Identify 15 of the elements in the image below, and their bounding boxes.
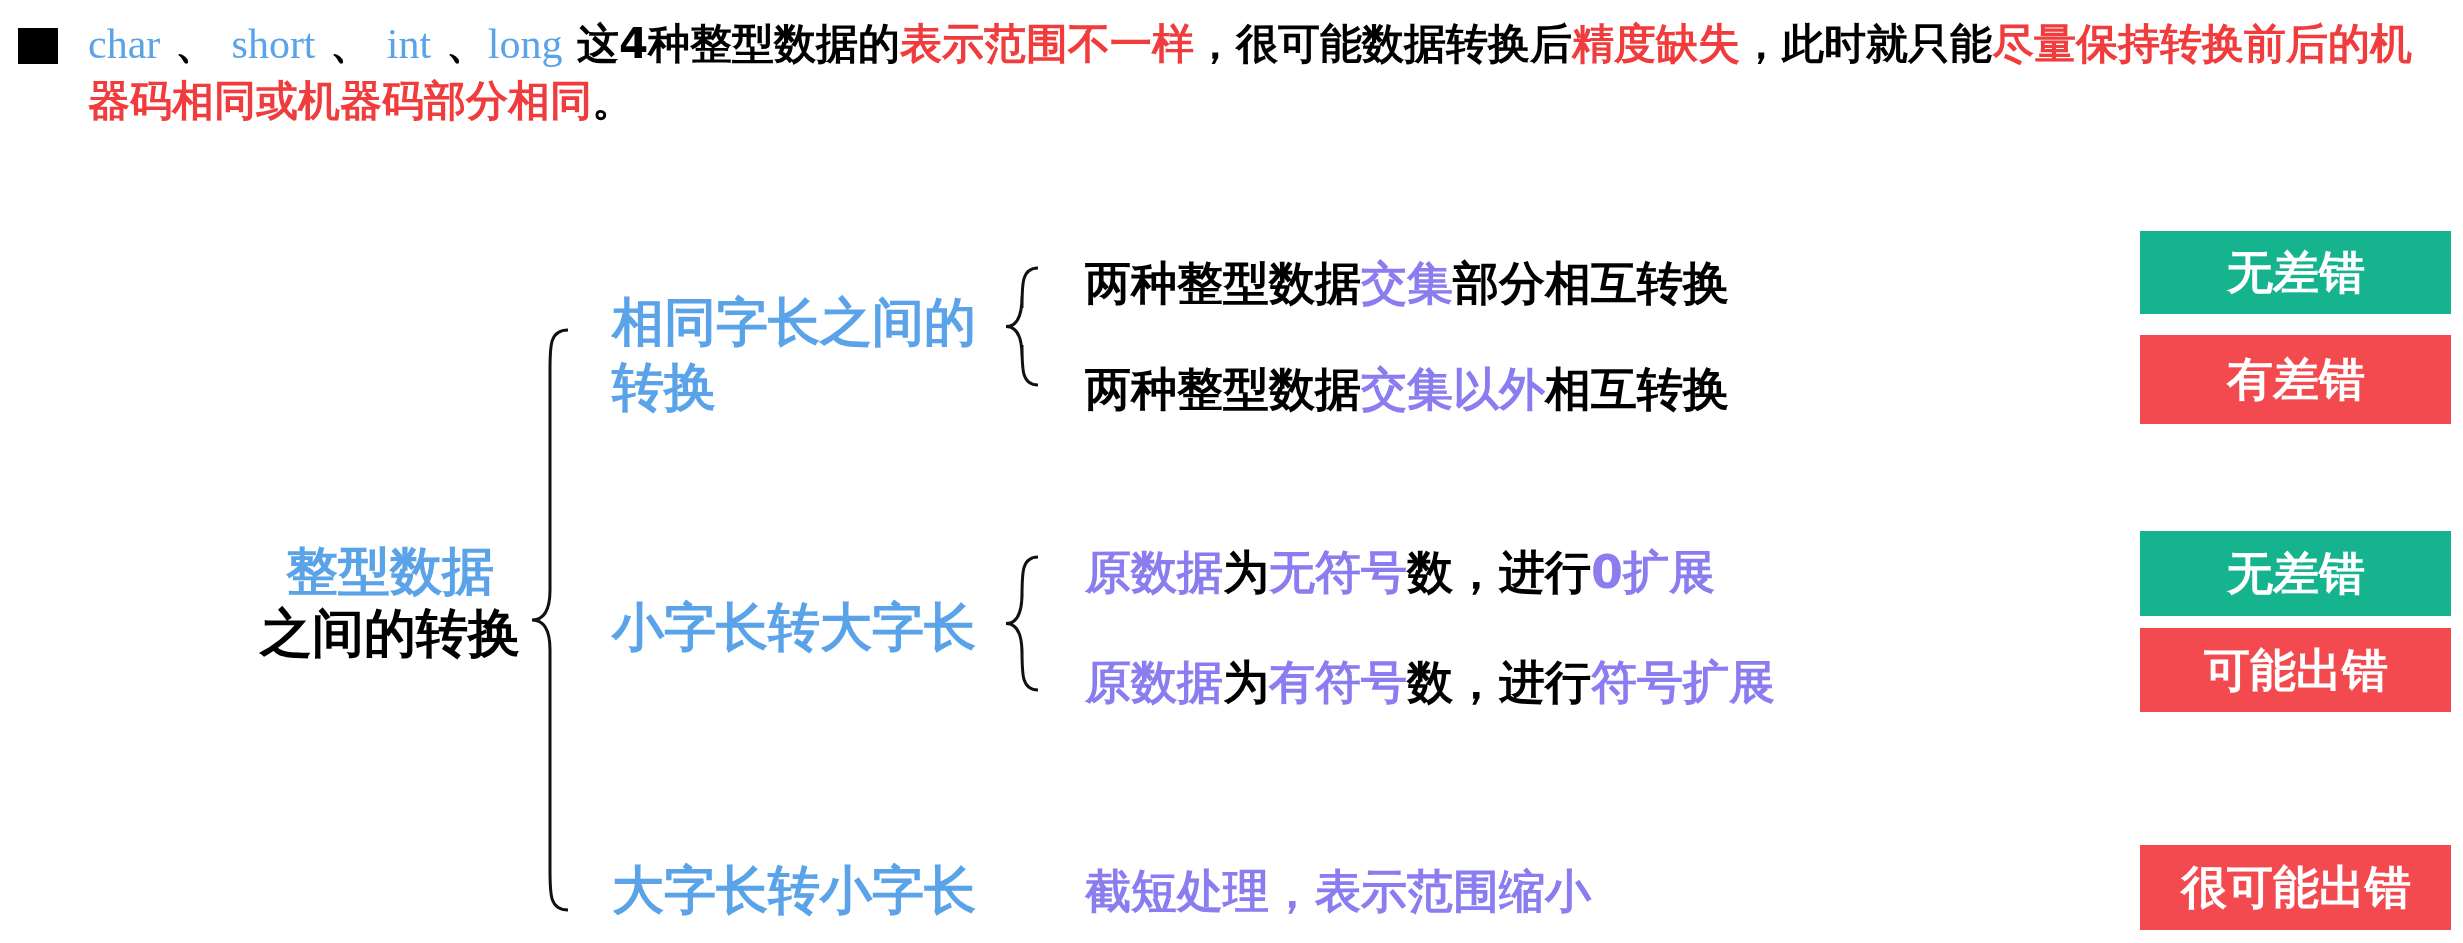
status-badge: 很可能出错 — [2140, 845, 2451, 930]
leaf-label: 原数据为无符号数，进行0扩展 — [1085, 543, 1985, 603]
leaf-label: 原数据为有符号数，进行符号扩展 — [1085, 653, 1985, 713]
root-label: 整型数据之间的转换 — [250, 540, 530, 670]
branch-label: 相同字长之间的转换 — [612, 290, 1002, 425]
branch-label: 大字长转小字长 — [612, 858, 1002, 924]
status-badge: 无差错 — [2140, 231, 2451, 314]
heading: char 、 short 、 int 、long 这4种整型数据的表示范围不一样，很可能数据转换后精度缺失，此时就只能尽量保持转换前后的机器码相同或机器码部分相同。 — [88, 18, 2414, 127]
status-badge: 可能出错 — [2140, 628, 2451, 712]
status-badge: 有差错 — [2140, 335, 2451, 424]
leaf-label: 两种整型数据交集以外相互转换 — [1085, 360, 1985, 420]
leaf-label: 截短处理，表示范围缩小 — [1085, 862, 1985, 922]
status-badge: 无差错 — [2140, 531, 2451, 616]
branch-label: 小字长转大字长 — [612, 595, 1002, 661]
leaf-label: 两种整型数据交集部分相互转换 — [1085, 254, 1985, 314]
